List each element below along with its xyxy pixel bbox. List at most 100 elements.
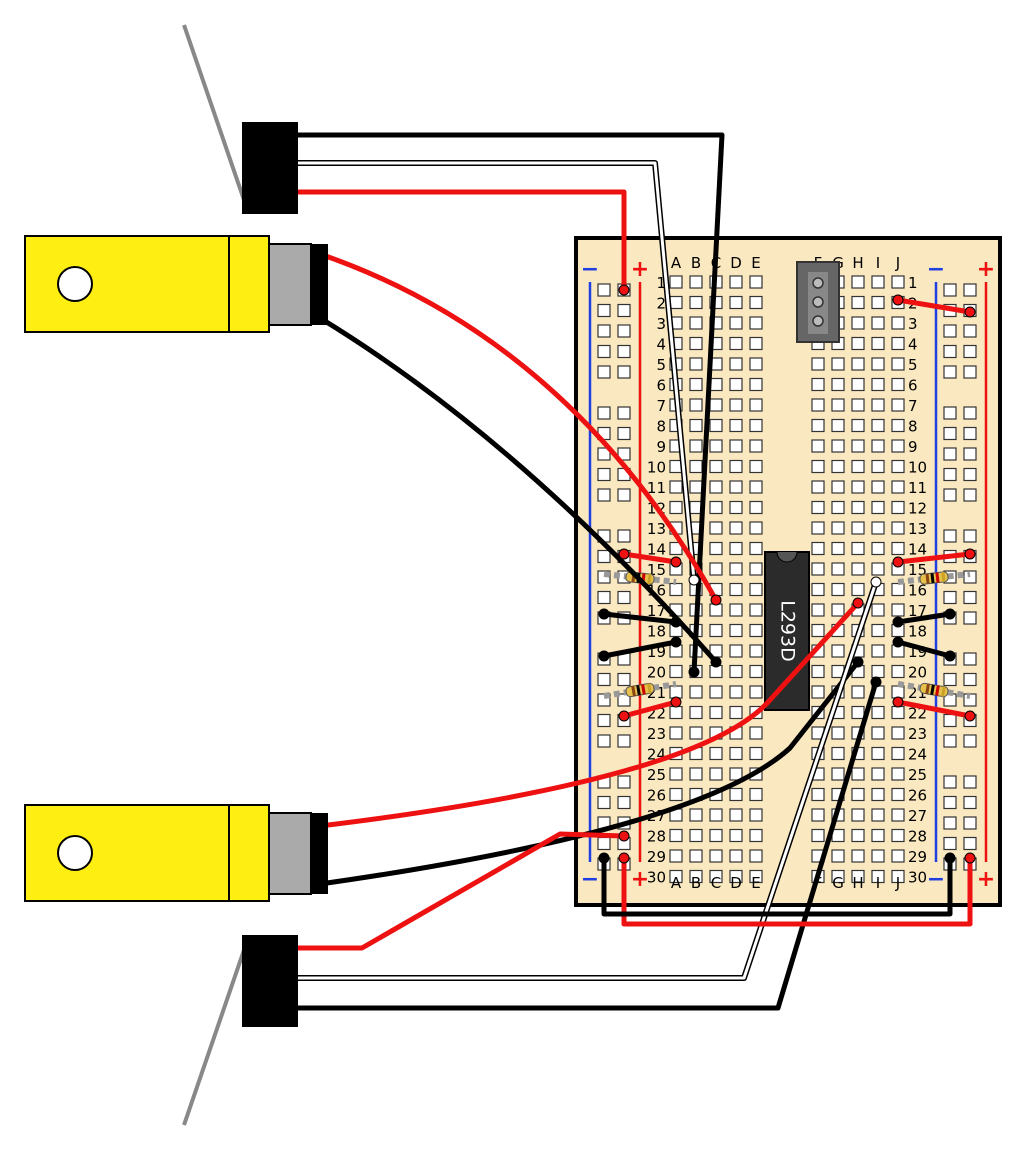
breadboard-hole <box>851 336 865 351</box>
breadboard-hole <box>871 746 885 761</box>
breadboard-hole <box>689 705 703 720</box>
breadboard-hole <box>831 500 845 515</box>
row-label: 23 <box>908 725 927 743</box>
rail-hole <box>963 590 977 605</box>
breadboard-hole <box>811 562 825 576</box>
wire-black-bottom-motor <box>317 659 861 887</box>
wire-end <box>670 616 682 628</box>
rail-hole <box>617 406 631 420</box>
breadboard-hole <box>669 705 683 720</box>
rail-minus-label: − <box>927 867 945 892</box>
wire-red-bottom-motor <box>317 600 861 829</box>
rail-hole <box>943 324 957 338</box>
breadboard-hole <box>871 603 885 617</box>
resistors <box>603 571 971 699</box>
rail-hole <box>597 283 611 297</box>
rail-hole <box>597 734 611 748</box>
wire-end <box>670 636 682 648</box>
breadboard-hole <box>729 316 743 330</box>
breadboard-hole <box>811 582 825 597</box>
breadboard-hole <box>891 459 905 474</box>
breadboard-hole <box>811 521 825 535</box>
row-label: 28 <box>647 828 666 846</box>
breadboard-hole <box>729 418 743 433</box>
rail-hole <box>943 344 957 359</box>
row-label: 3 <box>656 315 666 333</box>
wire-end <box>944 650 956 662</box>
rail-hole <box>963 344 977 359</box>
breadboard-hole <box>851 562 865 576</box>
breadboard-hole <box>871 357 885 371</box>
breadboard-hole <box>851 500 865 515</box>
wire-end <box>852 656 864 668</box>
breadboard-hole <box>811 787 825 802</box>
rail-hole <box>963 672 977 687</box>
breadboard-hole <box>871 295 885 310</box>
rail-hole <box>597 836 611 851</box>
wire-red-rail-link <box>621 855 973 927</box>
breadboard-hole <box>851 869 865 884</box>
wire-end <box>870 676 882 688</box>
breadboard-hole <box>709 439 723 453</box>
rail-hole <box>963 406 977 420</box>
breadboard-hole <box>811 664 825 679</box>
breadboard-hole <box>709 521 723 535</box>
breadboard-hole <box>669 869 683 884</box>
breadboard-hole <box>891 726 905 740</box>
row-label: 29 <box>647 848 666 866</box>
rail-hole <box>963 734 977 748</box>
breadboard-hole <box>729 500 743 515</box>
breadboard-hole <box>871 377 885 392</box>
breadboard-hole <box>851 275 865 289</box>
rail-minus-label: − <box>581 867 599 892</box>
row-label: 9 <box>656 438 666 456</box>
breadboard-hole <box>689 377 703 392</box>
rail-hole <box>943 488 957 502</box>
rail-hole <box>617 303 631 318</box>
row-label: 10 <box>908 459 927 477</box>
breadboard-hole <box>669 295 683 310</box>
column-label: D <box>730 254 742 272</box>
breadboard-hole <box>871 521 885 535</box>
row-label: 7 <box>908 397 918 415</box>
wire-end <box>618 830 630 842</box>
top-sensor-connector <box>242 122 298 214</box>
rail-hole <box>597 344 611 359</box>
breadboard-hole <box>891 603 905 617</box>
column-label: H <box>852 874 863 892</box>
bottom-motor <box>24 804 328 902</box>
wire-end <box>618 284 630 296</box>
row-label: 27 <box>908 807 927 825</box>
breadboard-hole <box>709 623 723 638</box>
row-label: 14 <box>908 541 927 559</box>
row-label: 6 <box>656 377 666 395</box>
wire-end <box>892 294 904 306</box>
wire-red-top-sensor <box>293 189 627 293</box>
row-label: 5 <box>656 356 666 374</box>
breadboard-hole <box>749 398 763 412</box>
breadboard-hole <box>891 582 905 597</box>
wire-red-jumper-r22 <box>895 699 973 719</box>
breadboard-hole <box>709 377 723 392</box>
breadboard-hole <box>749 500 763 515</box>
wire-red-jumper-r15 <box>895 551 973 565</box>
top-motor <box>24 235 328 333</box>
wire-white-top-sensor <box>294 161 696 582</box>
rail-hole <box>943 426 957 441</box>
row-label: 26 <box>647 787 666 805</box>
breadboard-hole <box>709 603 723 617</box>
breadboard-hole <box>729 275 743 289</box>
wire-black-jumper-r18 <box>895 611 953 625</box>
breadboard-hole <box>669 685 683 699</box>
breadboard-hole <box>871 316 885 330</box>
breadboard-hole <box>669 664 683 679</box>
breadboard-hole <box>891 439 905 453</box>
row-label: 17 <box>908 602 927 620</box>
wire-end <box>892 636 904 648</box>
rail-hole <box>943 406 957 420</box>
breadboard-hole <box>689 808 703 822</box>
column-label: E <box>751 874 760 892</box>
breadboard-hole <box>871 398 885 412</box>
breadboard-hole <box>729 562 743 576</box>
breadboard-hole <box>891 377 905 392</box>
